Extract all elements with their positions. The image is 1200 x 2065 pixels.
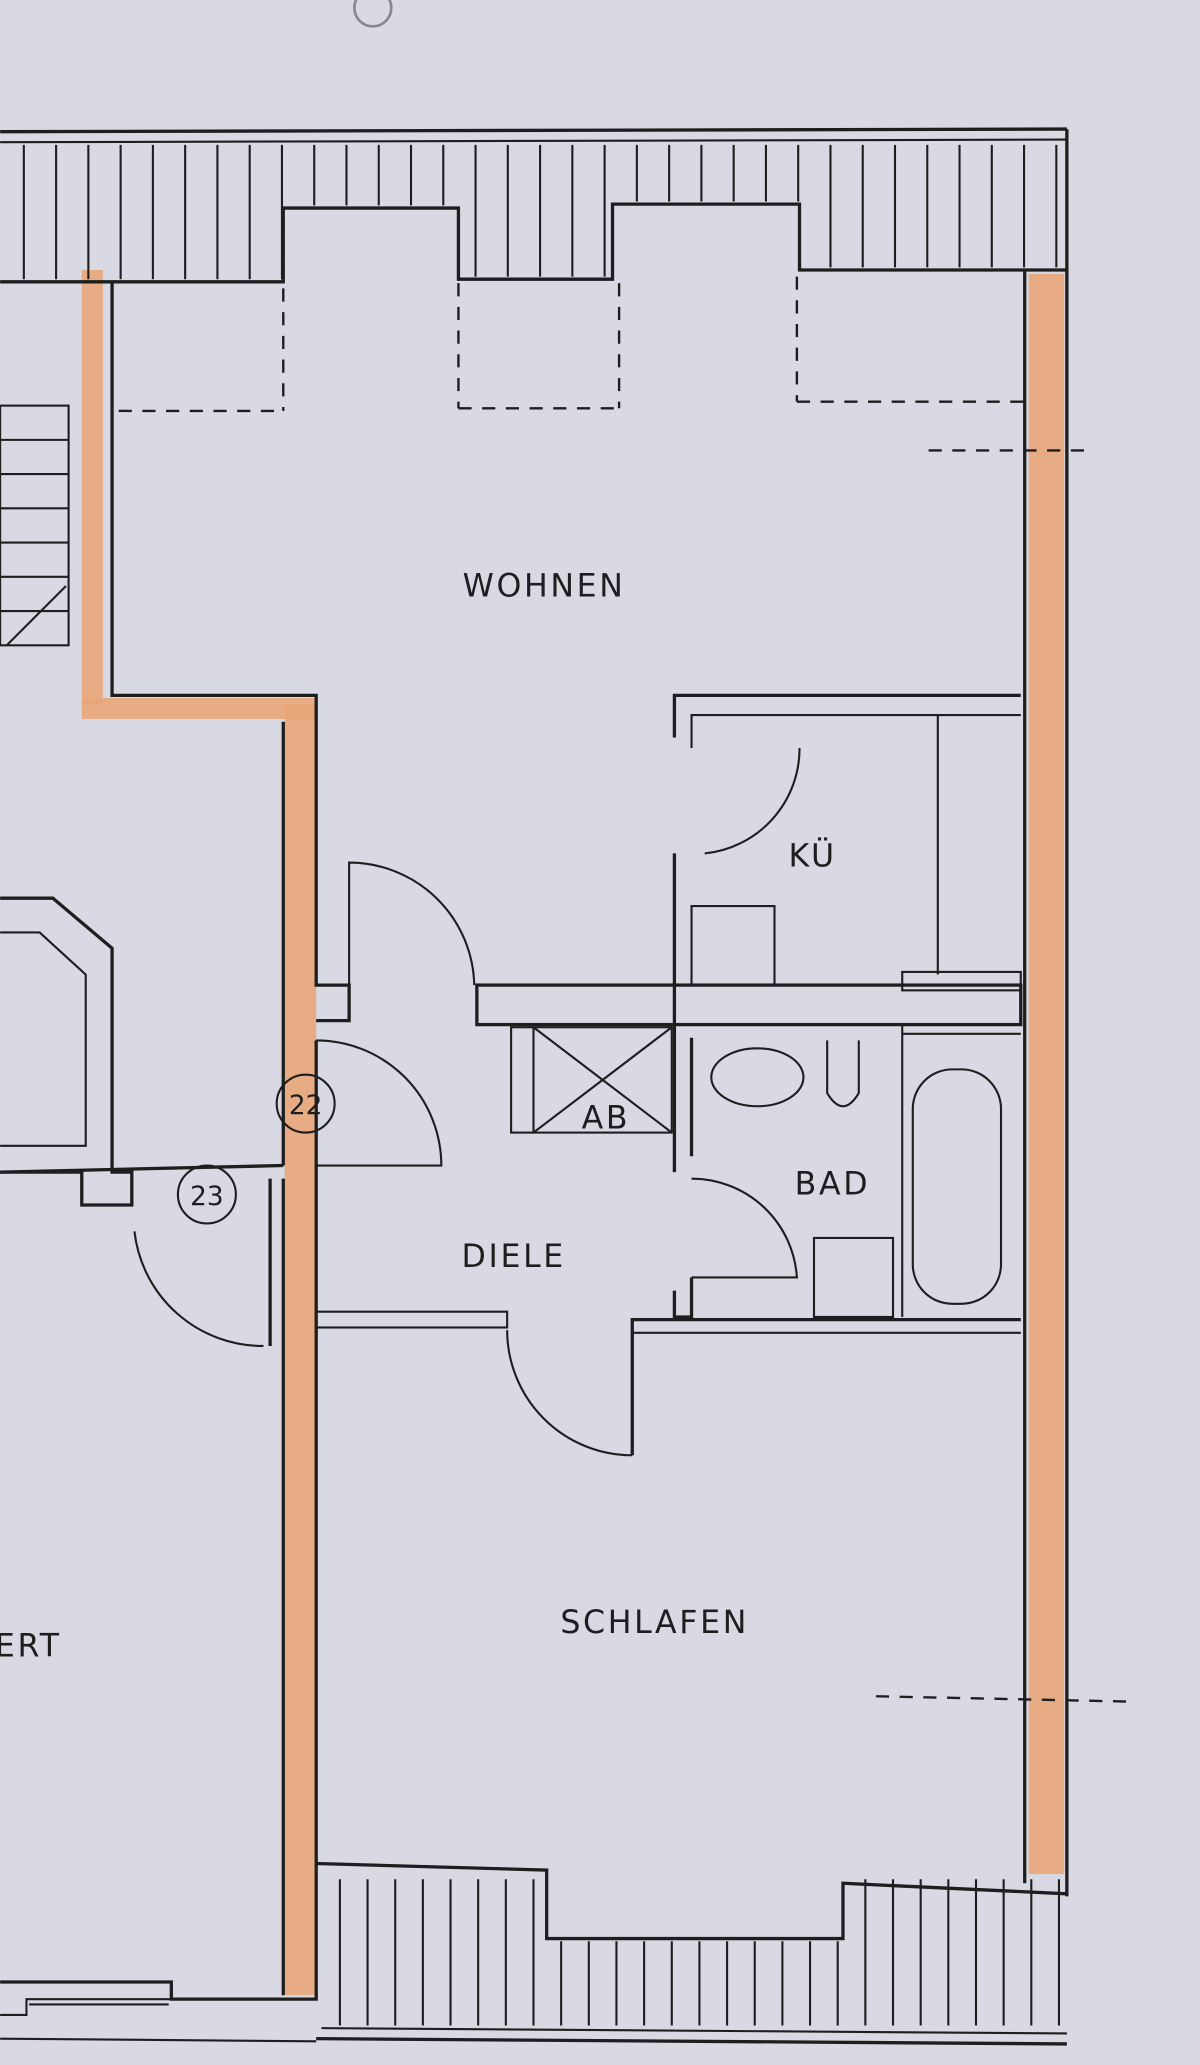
stairs [0,404,70,647]
storage-closet [510,1026,673,1134]
walls [0,269,1027,2043]
doors [133,748,801,1457]
room-label-wohnen: WOHNEN [463,569,626,605]
room-label-schlafen: SCHLAFEN [560,1605,749,1641]
stamp-mark [353,0,393,28]
door-number-23-label: 23 [190,1182,224,1212]
bottom-balcony [316,1861,1067,2046]
bathtub [911,1068,1003,1305]
dashed-lines [118,217,1127,1703]
highlighted-walls [81,269,1065,1996]
room-label-bad: BAD [795,1166,871,1202]
room-label-partial: ERT [0,1629,62,1665]
door-number-22-label: 22 [289,1091,323,1121]
room-label-kueche: KÜ [789,837,837,875]
toilet [826,1040,860,1108]
door-number-23: 23 [176,1164,237,1225]
top-balcony [0,127,1069,1897]
door-number-22: 22 [275,1073,336,1134]
sink [710,1047,805,1108]
room-label-ab: AB [582,1101,631,1137]
room-label-diele: DIELE [462,1239,566,1275]
